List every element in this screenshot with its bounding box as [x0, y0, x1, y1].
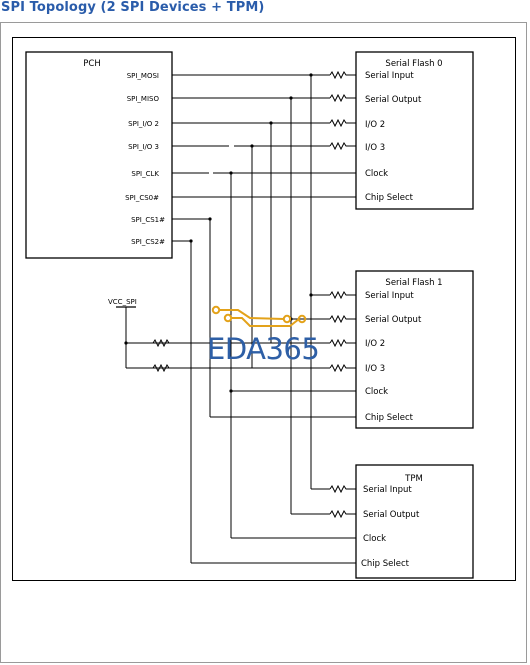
flash1-label: Serial Flash 1 [385, 278, 442, 288]
flash1-pin: I/O 3 [365, 364, 385, 374]
pch-pin: SPI_CS0# [125, 194, 159, 202]
pch-pin: SPI_MOSI [127, 72, 159, 80]
pch-label: PCH [83, 59, 100, 69]
flash1-pin: Chip Select [365, 413, 414, 423]
pch-box [25, 51, 173, 259]
tpm-pin: Serial Input [363, 485, 412, 495]
pch-pin: SPI_CLK [131, 170, 159, 178]
flash1-pin: I/O 2 [365, 339, 385, 349]
flash0-box [355, 51, 474, 210]
flash0-label: Serial Flash 0 [385, 59, 442, 69]
flash1-pin: Clock [365, 387, 388, 397]
flash1-box [355, 270, 474, 429]
flash1-pin: Serial Output [365, 315, 422, 325]
flash0-pin: Chip Select [365, 193, 414, 203]
pch-pin: SPI_MISO [127, 95, 160, 103]
tpm-pin: Serial Output [363, 510, 420, 520]
diagram-frame [0, 22, 527, 663]
tpm-label: TPM [404, 474, 423, 484]
flash0-pin: I/O 2 [365, 120, 385, 130]
flash0-pin: I/O 3 [365, 143, 385, 153]
flash0-pin: Serial Input [365, 71, 414, 81]
watermark-text: EDA365 [207, 332, 319, 366]
tpm-box [355, 464, 474, 579]
tpm-pin: Clock [363, 534, 386, 544]
eda365-logo [211, 305, 307, 327]
flash1-pin: Serial Input [365, 291, 414, 301]
pch-pin: SPI_CS1# [131, 216, 165, 224]
pch-pin: SPI_I/O 2 [128, 120, 159, 128]
pch-pin: SPI_I/O 3 [128, 143, 159, 151]
page-title: SPI Topology (2 SPI Devices + TPM) [1, 0, 265, 15]
vcc-label: VCC_SPI [108, 298, 137, 306]
flash0-pin: Serial Output [365, 95, 422, 105]
flash0-pin: Clock [365, 169, 388, 179]
diagram-border [12, 37, 516, 581]
pch-pin: SPI_CS2# [131, 238, 165, 246]
tpm-pin: Chip Select [361, 559, 410, 569]
